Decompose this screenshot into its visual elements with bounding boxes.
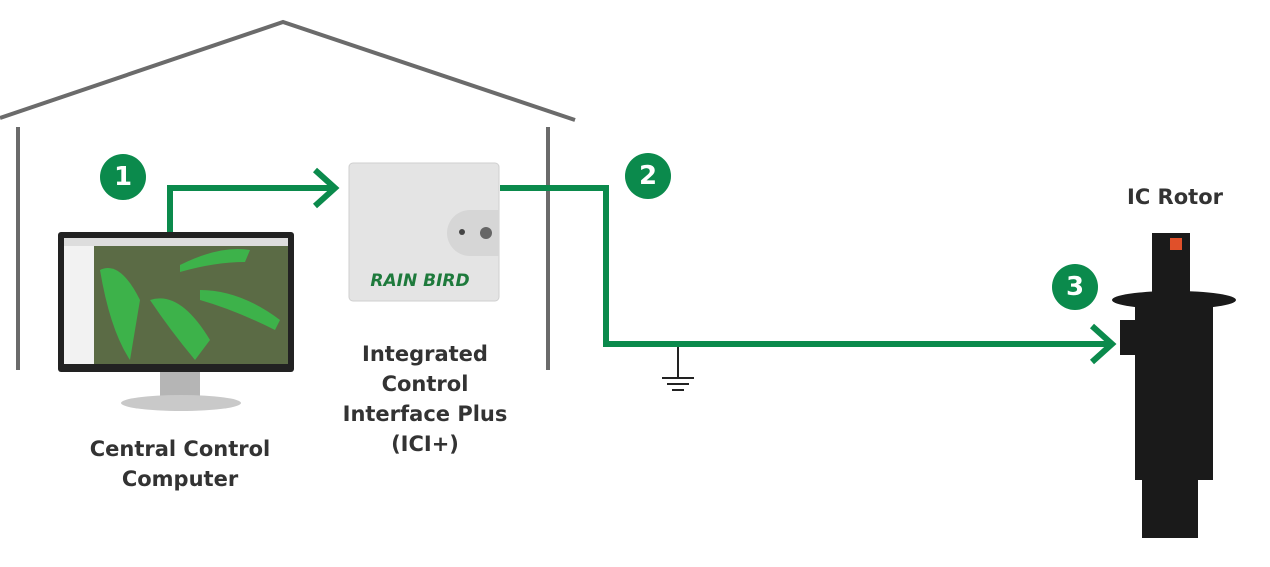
ground-symbol xyxy=(662,347,694,391)
computer-monitor xyxy=(58,232,294,411)
interface-label-line-2: Control xyxy=(381,372,469,396)
connection-lines xyxy=(167,167,1117,365)
step-number-3: 3 xyxy=(1065,272,1085,302)
arrow-head-1 xyxy=(312,167,340,209)
rain-bird-logo: RAIN BIRD xyxy=(370,271,469,291)
line-computer-to-ici xyxy=(167,185,333,232)
ic-rotor-image xyxy=(1112,233,1236,538)
step-badge-2 xyxy=(625,153,671,199)
computer-label-line-2: Computer xyxy=(121,467,239,491)
house-outline xyxy=(0,19,576,370)
interface-label-line-4: (ICI+) xyxy=(391,432,459,456)
computer-label-line-1: Central Control xyxy=(89,437,271,461)
interface-label-line-3: Interface Plus xyxy=(342,402,508,426)
rotor-label: IC Rotor xyxy=(1127,185,1223,209)
step-number-1: 1 xyxy=(113,162,133,192)
computer-label: Central Control Computer xyxy=(60,434,300,494)
interface-label-line-1: Integrated xyxy=(362,342,488,366)
line-ici-to-rotor xyxy=(500,185,1110,347)
interface-label: Integrated Control Interface Plus (ICI+) xyxy=(320,339,530,459)
step-badge-1 xyxy=(100,154,146,200)
step-badges xyxy=(100,153,1098,310)
arrow-head-3 xyxy=(1089,323,1117,365)
step-number-2: 2 xyxy=(638,161,658,191)
ici-plus-device: RAIN BIRD xyxy=(348,162,500,302)
step-badge-3 xyxy=(1052,264,1098,310)
